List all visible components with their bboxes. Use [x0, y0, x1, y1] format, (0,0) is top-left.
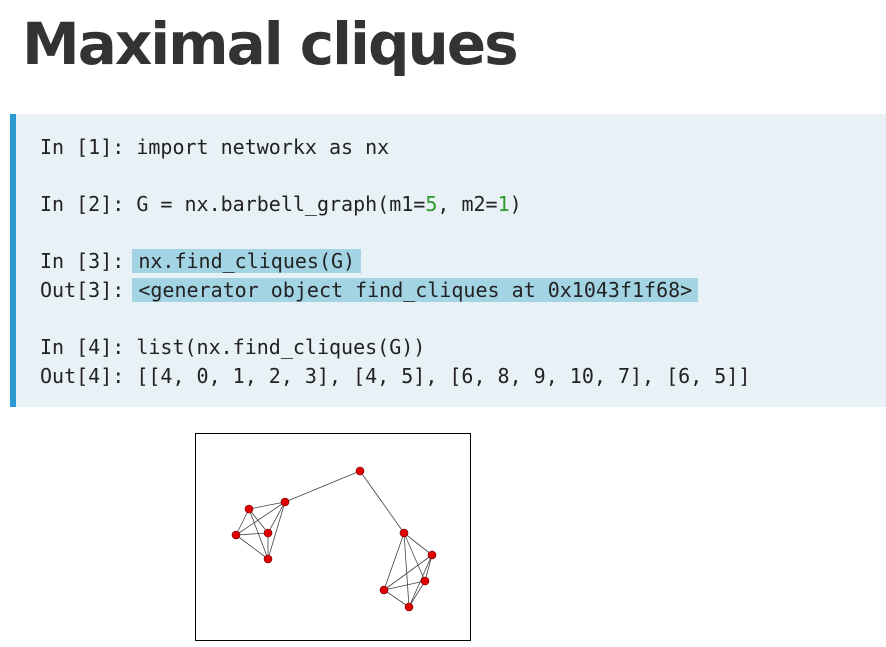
- code-text: ): [509, 192, 522, 216]
- graph-edge: [403, 532, 433, 556]
- output-prompt: Out[3]:: [40, 278, 137, 302]
- number-literal: 5: [425, 192, 438, 216]
- number-literal: 1: [497, 192, 510, 216]
- code-text: G = nx.barbell_graph(m1=: [136, 192, 426, 216]
- code-text: , m2=: [437, 192, 498, 216]
- graph-node: [231, 530, 241, 540]
- graph-edge: [408, 554, 433, 608]
- input-prompt: In [1]:: [40, 135, 137, 159]
- graph-node: [244, 504, 254, 514]
- graph-edge: [424, 554, 433, 582]
- code-line-in-3: In [3]: nx.find_cliques(G): [40, 248, 362, 274]
- graph-edge: [235, 501, 286, 536]
- code-line-in-1: In [1]: import networkx as nx: [40, 134, 389, 160]
- graph-node: [280, 497, 290, 507]
- graph-edge: [248, 508, 269, 560]
- graph-node: [263, 554, 273, 564]
- graph-edge: [267, 501, 286, 534]
- code-line-out-4: Out[4]: [[4, 0, 1, 2, 3], [4, 5], [6, 8,…: [40, 363, 750, 389]
- output-prompt: Out[4]:: [40, 364, 137, 388]
- graph-edge: [267, 501, 286, 560]
- output-text: [[4, 0, 1, 2, 3], [4, 5], [6, 8, 9, 10, …: [136, 364, 751, 388]
- graph-edge: [235, 508, 250, 536]
- code-text: list(nx.find_cliques(G)): [136, 335, 426, 359]
- input-prompt: In [2]:: [40, 192, 137, 216]
- code-line-out-3: Out[3]: <generator object find_cliques a…: [40, 277, 699, 303]
- graph-edge: [383, 580, 426, 591]
- graph-edge: [284, 470, 361, 503]
- graph-edge: [235, 532, 269, 536]
- highlighted-code: nx.find_cliques(G): [132, 249, 362, 273]
- graph-edge: [383, 589, 410, 608]
- highlighted-output: <generator object find_cliques at 0x1043…: [132, 278, 699, 302]
- graph-edge: [383, 554, 433, 591]
- barbell-graph-figure: [195, 433, 471, 641]
- graph-edge: [383, 532, 405, 591]
- graph-edge: [403, 532, 426, 582]
- graph-edge: [235, 534, 269, 560]
- input-prompt: In [4]:: [40, 335, 137, 359]
- code-line-in-4: In [4]: list(nx.find_cliques(G)): [40, 334, 425, 360]
- graph-edge: [248, 501, 286, 510]
- graph-node: [399, 528, 409, 538]
- graph-node: [420, 576, 430, 586]
- graph-node: [404, 602, 414, 612]
- graph-edge: [359, 470, 405, 534]
- graph-node: [427, 550, 437, 560]
- graph-edge: [403, 532, 410, 608]
- graph-edge: [248, 508, 269, 534]
- code-text: import networkx as nx: [136, 135, 390, 159]
- graph-node: [355, 466, 365, 476]
- input-prompt: In [3]:: [40, 249, 137, 273]
- slide-title: Maximal cliques: [22, 10, 519, 78]
- code-line-in-2: In [2]: G = nx.barbell_graph(m1=5, m2=1): [40, 191, 522, 217]
- graph-edge: [408, 580, 426, 608]
- graph-canvas: [231, 466, 437, 612]
- code-panel: In [1]: import networkx as nx In [2]: G …: [10, 114, 886, 407]
- graph-node: [263, 528, 273, 538]
- graph-node: [379, 585, 389, 595]
